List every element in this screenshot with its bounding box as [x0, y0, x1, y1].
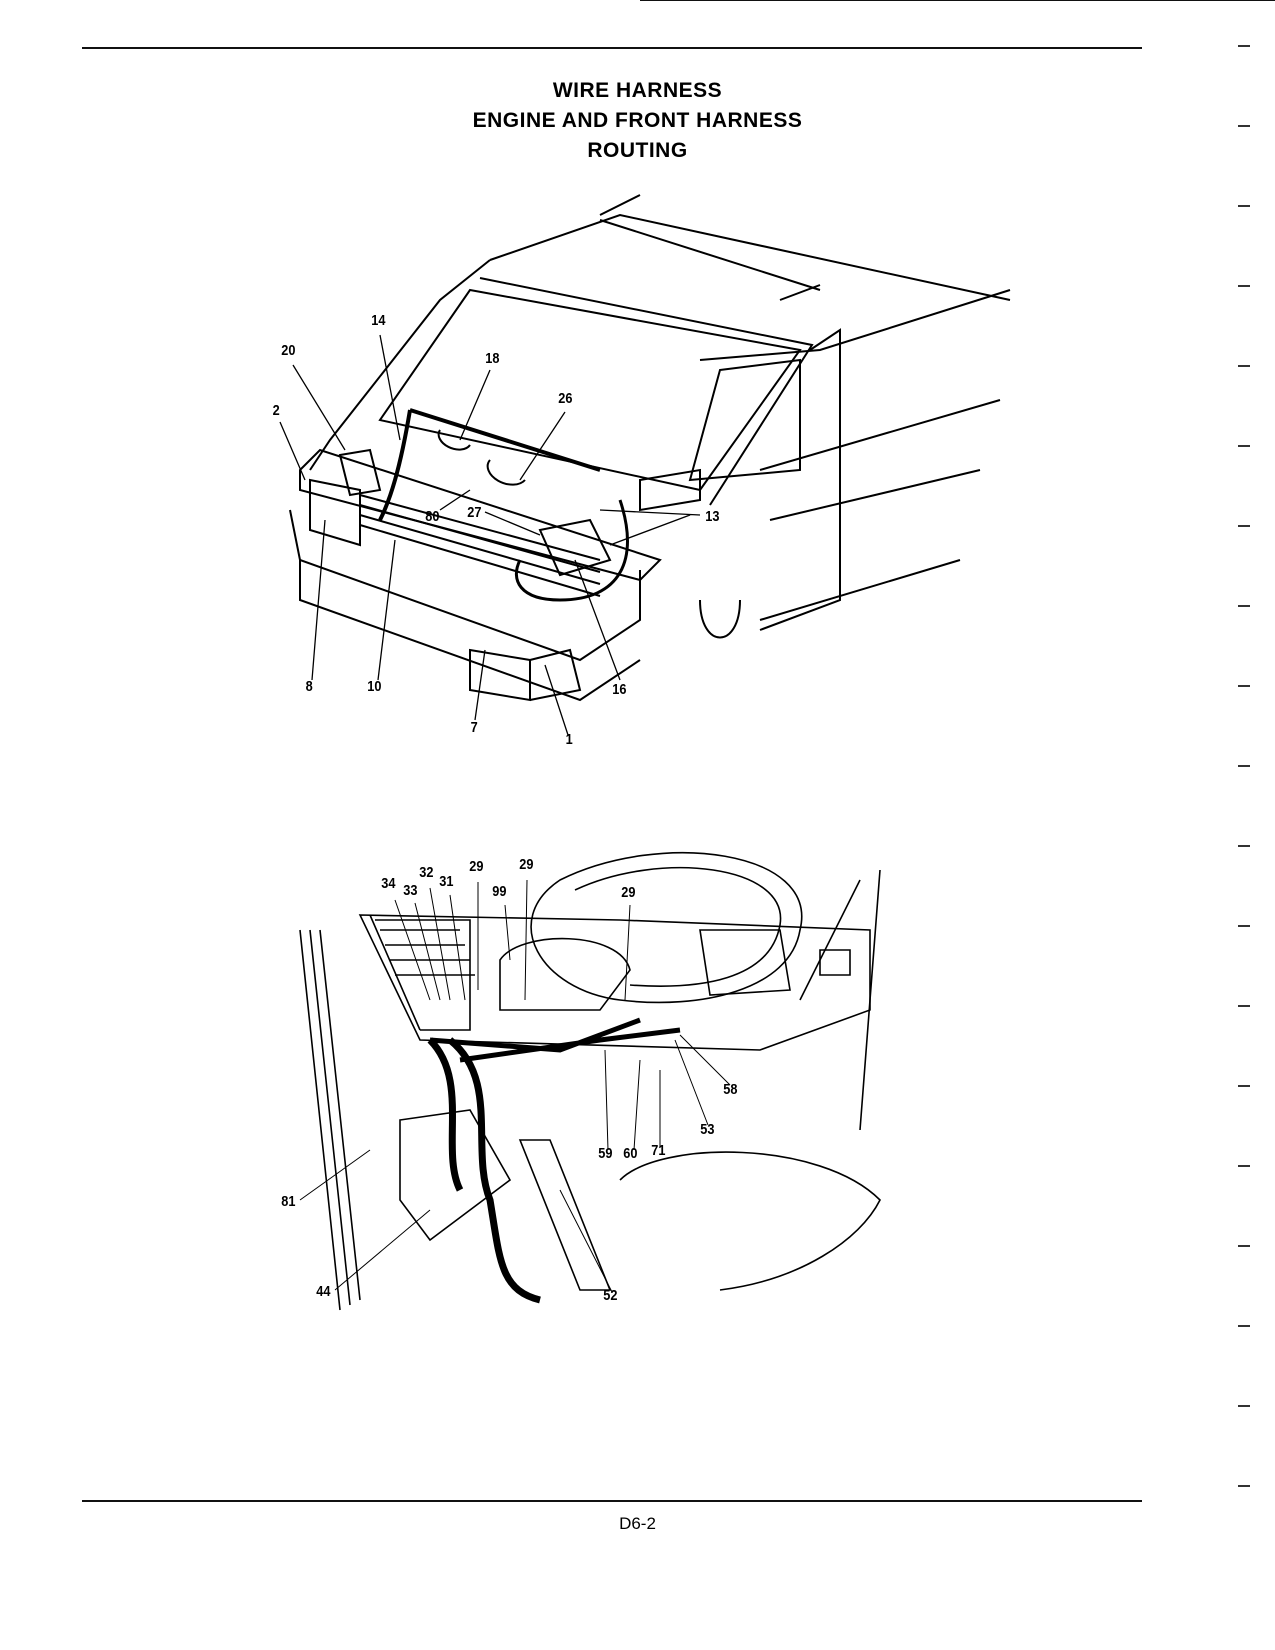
callout-14: 14 — [371, 312, 386, 329]
callout-29c: 29 — [621, 884, 636, 901]
callout-53: 53 — [700, 1121, 715, 1138]
callout-8: 8 — [305, 678, 313, 695]
top-rule — [82, 47, 1142, 49]
margin-tick — [1238, 685, 1250, 687]
callout-18: 18 — [485, 350, 500, 367]
callout-13: 13 — [705, 508, 720, 525]
margin-tick — [1238, 845, 1250, 847]
margin-tick — [1238, 285, 1250, 287]
margin-tick — [1238, 1005, 1250, 1007]
callout-80: 80 — [425, 508, 440, 525]
margin-tick — [1238, 365, 1250, 367]
callout-20: 20 — [281, 342, 296, 359]
bottom-rule — [82, 1500, 1142, 1502]
margin-tick — [1238, 45, 1250, 47]
margin-tick — [1238, 1405, 1250, 1407]
callout-52: 52 — [603, 1287, 618, 1304]
callout-58: 58 — [723, 1081, 738, 1098]
page-title-line-3: ROUTING — [587, 139, 688, 162]
margin-tick — [1238, 1085, 1250, 1087]
margin-tick — [1238, 125, 1250, 127]
callout-29a: 29 — [469, 858, 484, 875]
dashboard-harness-illustration — [299, 851, 881, 1311]
callout-31: 31 — [439, 873, 454, 890]
margin-tick — [1238, 205, 1250, 207]
page-title-line-1: WIRE HARNESS — [552, 79, 723, 102]
callout-32: 32 — [419, 864, 434, 881]
margin-tick — [1238, 1245, 1250, 1247]
margin-tick — [1238, 925, 1250, 927]
top-edge-rule — [640, 0, 1275, 1]
callout-29b: 29 — [519, 856, 534, 873]
callout-71: 71 — [651, 1142, 666, 1159]
callout-60: 60 — [623, 1145, 638, 1162]
callout-34: 34 — [381, 875, 396, 892]
callout-1: 1 — [565, 731, 573, 748]
callout-33: 33 — [403, 882, 418, 899]
callout-27: 27 — [467, 504, 482, 521]
callout-99: 99 — [492, 883, 507, 900]
callout-10: 10 — [367, 678, 382, 695]
margin-tick — [1238, 525, 1250, 527]
margin-tick — [1238, 605, 1250, 607]
callout-2: 2 — [272, 402, 280, 419]
margin-tick — [1238, 765, 1250, 767]
callout-16: 16 — [612, 681, 627, 698]
van-front-illustration — [279, 194, 1011, 736]
callout-44: 44 — [316, 1283, 331, 1300]
callout-59: 59 — [598, 1145, 613, 1162]
page-number: D6-2 — [619, 1514, 656, 1533]
margin-tick — [1238, 1165, 1250, 1167]
callout-7: 7 — [470, 719, 478, 736]
callout-81: 81 — [281, 1193, 296, 1210]
callout-26: 26 — [558, 390, 573, 407]
page-title-line-2: ENGINE AND FRONT HARNESS — [472, 109, 803, 132]
margin-tick — [1238, 1485, 1250, 1487]
margin-tick — [1238, 1325, 1250, 1327]
margin-tick — [1238, 445, 1250, 447]
